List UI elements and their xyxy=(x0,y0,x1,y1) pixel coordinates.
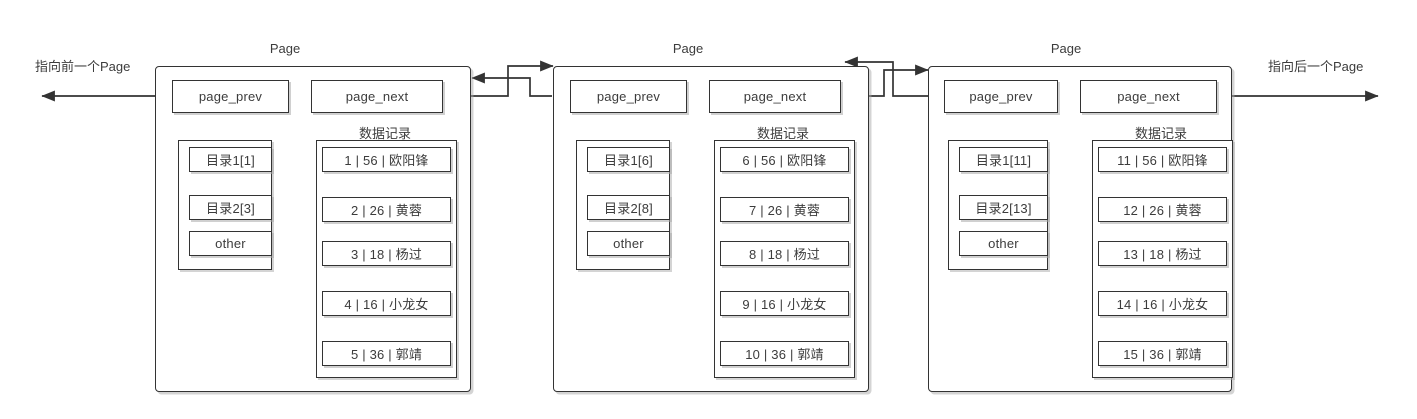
directory-item-3-2[interactable]: 目录2[13] xyxy=(959,195,1048,220)
record-row[interactable]: 2 | 26 | 黄蓉 xyxy=(322,197,451,222)
records-caption-1: 数据记录 xyxy=(358,126,411,141)
right-edge-label: 指向后一个Page xyxy=(1268,59,1364,74)
page-caption: Page xyxy=(672,41,704,56)
record-row[interactable]: 4 | 16 | 小龙女 xyxy=(322,291,451,316)
directory-item-1-1[interactable]: 目录1[1] xyxy=(189,147,272,172)
record-row[interactable]: 1 | 56 | 欧阳锋 xyxy=(322,147,451,172)
record-row[interactable]: 12 | 26 | 黄蓉 xyxy=(1098,197,1227,222)
directory-item-1-2[interactable]: 目录2[3] xyxy=(189,195,272,220)
directory-item-1-3[interactable]: other xyxy=(189,231,272,256)
page-next-box-1[interactable]: page_next xyxy=(311,80,443,113)
edge-p2-prev-to-p1 xyxy=(471,72,552,97)
left-edge-label: 指向前一个Page xyxy=(35,59,131,74)
page-prev-box-3[interactable]: page_prev xyxy=(944,80,1058,113)
directory-item-3-3[interactable]: other xyxy=(959,231,1048,256)
record-row[interactable]: 14 | 16 | 小龙女 xyxy=(1098,291,1227,316)
record-row[interactable]: 5 | 36 | 郭靖 xyxy=(322,341,451,366)
record-row[interactable]: 6 | 56 | 欧阳锋 xyxy=(720,147,849,172)
record-row[interactable]: 11 | 56 | 欧阳锋 xyxy=(1098,147,1227,172)
directory-item-2-1[interactable]: 目录1[6] xyxy=(587,147,670,172)
page-next-box-2[interactable]: page_next xyxy=(709,80,841,113)
page-prev-box-1[interactable]: page_prev xyxy=(172,80,289,113)
page-next-box-3[interactable]: page_next xyxy=(1080,80,1217,113)
record-row[interactable]: 3 | 18 | 杨过 xyxy=(322,241,451,266)
record-row[interactable]: 9 | 16 | 小龙女 xyxy=(720,291,849,316)
directory-item-3-1[interactable]: 目录1[11] xyxy=(959,147,1048,172)
record-row[interactable]: 15 | 36 | 郭靖 xyxy=(1098,341,1227,366)
directory-item-2-2[interactable]: 目录2[8] xyxy=(587,195,670,220)
page-caption: Page xyxy=(1050,41,1082,56)
page-prev-box-2[interactable]: page_prev xyxy=(570,80,687,113)
record-row[interactable]: 13 | 18 | 杨过 xyxy=(1098,241,1227,266)
records-caption-2: 数据记录 xyxy=(756,126,809,141)
directory-item-2-3[interactable]: other xyxy=(587,231,670,256)
page-caption: Page xyxy=(269,41,301,56)
record-row[interactable]: 7 | 26 | 黄蓉 xyxy=(720,197,849,222)
record-row[interactable]: 8 | 18 | 杨过 xyxy=(720,241,849,266)
records-caption-3: 数据记录 xyxy=(1134,126,1187,141)
record-row[interactable]: 10 | 36 | 郭靖 xyxy=(720,341,849,366)
